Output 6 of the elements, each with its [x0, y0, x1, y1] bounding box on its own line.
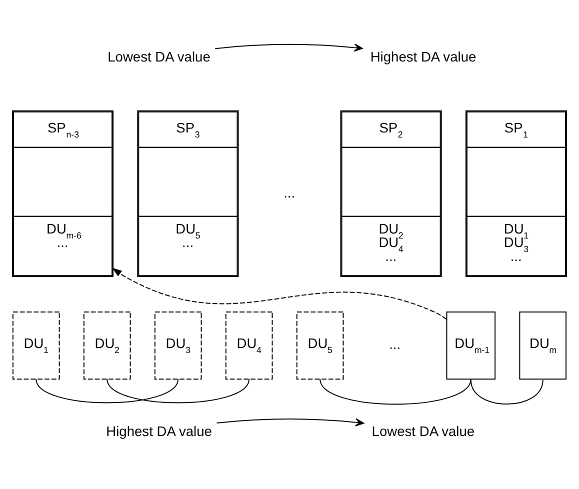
label: Highest DA value — [106, 423, 212, 438]
label: Lowest DA value — [108, 48, 210, 64]
label: ... — [389, 336, 401, 352]
label: Highest DA value — [370, 48, 476, 64]
label: ... — [284, 184, 296, 200]
label: Lowest DA value — [372, 423, 475, 438]
